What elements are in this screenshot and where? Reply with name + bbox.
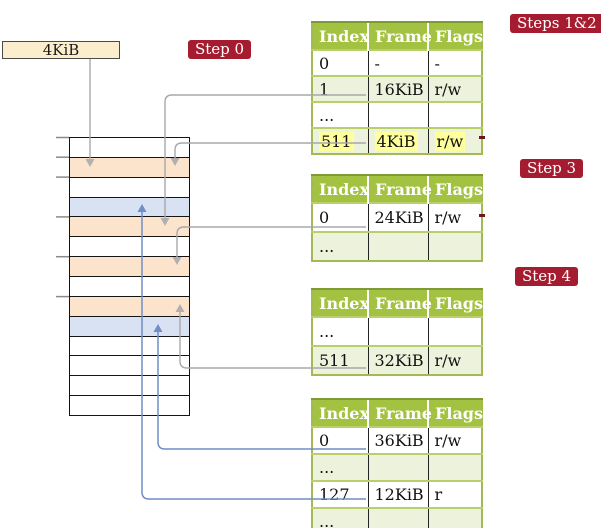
cell-frame [367, 231, 428, 261]
page-table-step-4: Index Frame Flags ... 511 32KiB r/w [311, 288, 483, 376]
cell-frame [367, 507, 428, 528]
cell-frame: 12KiB [367, 480, 428, 508]
memory-row [70, 276, 189, 296]
cell-flags: - [427, 49, 482, 76]
highlighted-value: r/w [434, 131, 466, 151]
table-row: ... [312, 453, 482, 481]
column-header-index: Index [312, 21, 369, 50]
cell-frame: 24KiB [367, 202, 428, 232]
cell-index: 0 [312, 49, 368, 76]
column-header-index: Index [312, 398, 369, 427]
table-row: ... [312, 101, 482, 128]
column-header-flags: Flags [427, 174, 483, 203]
cell-flags [427, 453, 482, 481]
table-row: ... [312, 316, 482, 346]
cell-flags: r [427, 480, 482, 508]
cell-index: 127 [312, 480, 368, 508]
cell-frame [367, 316, 428, 346]
cell-frame: 4KiB [367, 127, 428, 154]
cell-frame [367, 453, 428, 481]
memory-row [70, 355, 189, 376]
memory-row [70, 138, 189, 157]
memory-tick-marks [56, 136, 69, 298]
memory-row [70, 256, 189, 277]
cell-index: ... [312, 507, 368, 528]
cell-index: ... [312, 231, 368, 261]
memory-row [70, 196, 189, 217]
cell-frame: 16KiB [367, 75, 428, 102]
cell-index: 0 [312, 426, 368, 454]
cell-flags: r/w [427, 426, 482, 454]
memory-row [70, 216, 189, 237]
leader-dash [479, 136, 485, 139]
column-header-frame: Frame [367, 21, 432, 50]
memory-row [70, 176, 189, 197]
column-header-frame: Frame [367, 288, 432, 317]
memory-row [70, 375, 189, 396]
highlighted-value: 4KiB [374, 131, 418, 151]
table-row: 0 36KiB r/w [312, 426, 482, 454]
cell-flags [427, 507, 482, 528]
table-header-row: Index Frame Flags [312, 398, 483, 427]
memory-column [69, 137, 190, 416]
cell-index: 511 [312, 345, 368, 375]
frame-size-label: 4KiB [42, 41, 80, 59]
step-3-badge: Step 3 [520, 159, 584, 178]
cell-flags: r/w [427, 202, 482, 232]
table-header-row: Index Frame Flags [312, 21, 483, 50]
cell-index: ... [312, 101, 368, 128]
step-0-badge: Step 0 [188, 40, 252, 59]
table-row: ... [312, 507, 482, 528]
highlighted-value: 511 [319, 131, 354, 151]
page-table-step-3: Index Frame Flags 0 24KiB r/w ... [311, 174, 483, 262]
cell-index: 1 [312, 75, 368, 102]
step-4-badge: Step 4 [515, 267, 579, 286]
cell-frame: 32KiB [367, 345, 428, 375]
cell-flags [427, 316, 482, 346]
column-header-flags: Flags [427, 288, 483, 317]
cell-flags [427, 101, 482, 128]
table-row-highlighted: 511 4KiB r/w [312, 127, 482, 154]
cell-index: ... [312, 316, 368, 346]
table-header-row: Index Frame Flags [312, 288, 483, 317]
column-header-flags: Flags [427, 21, 483, 50]
column-header-flags: Flags [427, 398, 483, 427]
page-table-steps-1-2: Index Frame Flags 0 - - 1 16KiB r/w ... … [311, 21, 483, 155]
cell-index: 0 [312, 202, 368, 232]
table-row: 511 32KiB r/w [312, 345, 482, 375]
memory-row [70, 315, 189, 336]
memory-row [70, 335, 189, 356]
memory-row [70, 156, 189, 177]
cell-flags: r/w [427, 345, 482, 375]
table-row: ... [312, 231, 482, 261]
cell-flags [427, 231, 482, 261]
memory-row [70, 236, 189, 257]
cell-index: ... [312, 453, 368, 481]
column-header-frame: Frame [367, 398, 432, 427]
cell-frame: 36KiB [367, 426, 428, 454]
cell-frame [367, 101, 428, 128]
column-header-index: Index [312, 174, 369, 203]
table-row: 1 16KiB r/w [312, 75, 482, 102]
memory-row [70, 295, 189, 316]
page-table-final: Index Frame Flags 0 36KiB r/w ... 127 12… [311, 398, 483, 528]
column-header-frame: Frame [367, 174, 432, 203]
table-row: 0 - - [312, 49, 482, 76]
cell-frame: - [367, 49, 428, 76]
column-header-index: Index [312, 288, 369, 317]
leader-dash [479, 214, 485, 217]
table-row: 127 12KiB r [312, 480, 482, 508]
frame-size-box: 4KiB [2, 41, 120, 59]
table-row: 0 24KiB r/w [312, 202, 482, 232]
table-header-row: Index Frame Flags [312, 174, 483, 203]
cell-index: 511 [312, 127, 368, 154]
memory-row [70, 395, 189, 416]
steps-1-2-badge: Steps 1&2 [510, 14, 601, 33]
cell-flags: r/w [427, 75, 482, 102]
cell-flags: r/w [427, 127, 482, 154]
